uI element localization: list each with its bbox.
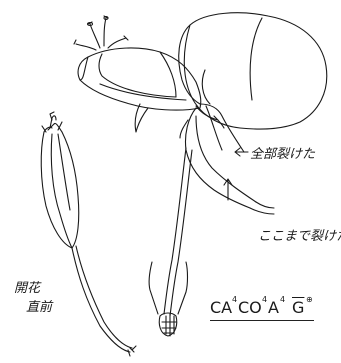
split-calyx-lobe-long — [185, 108, 250, 208]
formula-corolla: CO — [238, 300, 262, 316]
upper-petal-vein — [250, 18, 262, 100]
formula-corolla-count: 4 — [262, 296, 267, 304]
stamen-tuft — [76, 18, 126, 50]
formula-androecium-count: 4 — [280, 296, 285, 304]
left-petal-outline — [78, 48, 201, 110]
label-before-bloom-line2: 直前 — [26, 296, 52, 315]
label-split-here: ここまで裂けた — [258, 225, 341, 244]
label-split-all: 全部裂けた — [250, 143, 315, 162]
bud-illustration — [41, 112, 136, 356]
label-before-bloom-line1: 開花 — [14, 277, 40, 296]
bud-tip — [42, 116, 62, 132]
formula-gynoecium: G — [292, 300, 304, 316]
open-flower-illustration — [74, 13, 327, 336]
formula-androecium: A — [268, 300, 279, 316]
formula-gynoecium-symbol: ⊕ — [306, 296, 313, 304]
formula-calyx-count: 4 — [232, 296, 237, 304]
upper-petal-outline — [184, 13, 326, 129]
formula-calyx: CA — [210, 300, 232, 316]
formula-underline — [210, 320, 314, 321]
